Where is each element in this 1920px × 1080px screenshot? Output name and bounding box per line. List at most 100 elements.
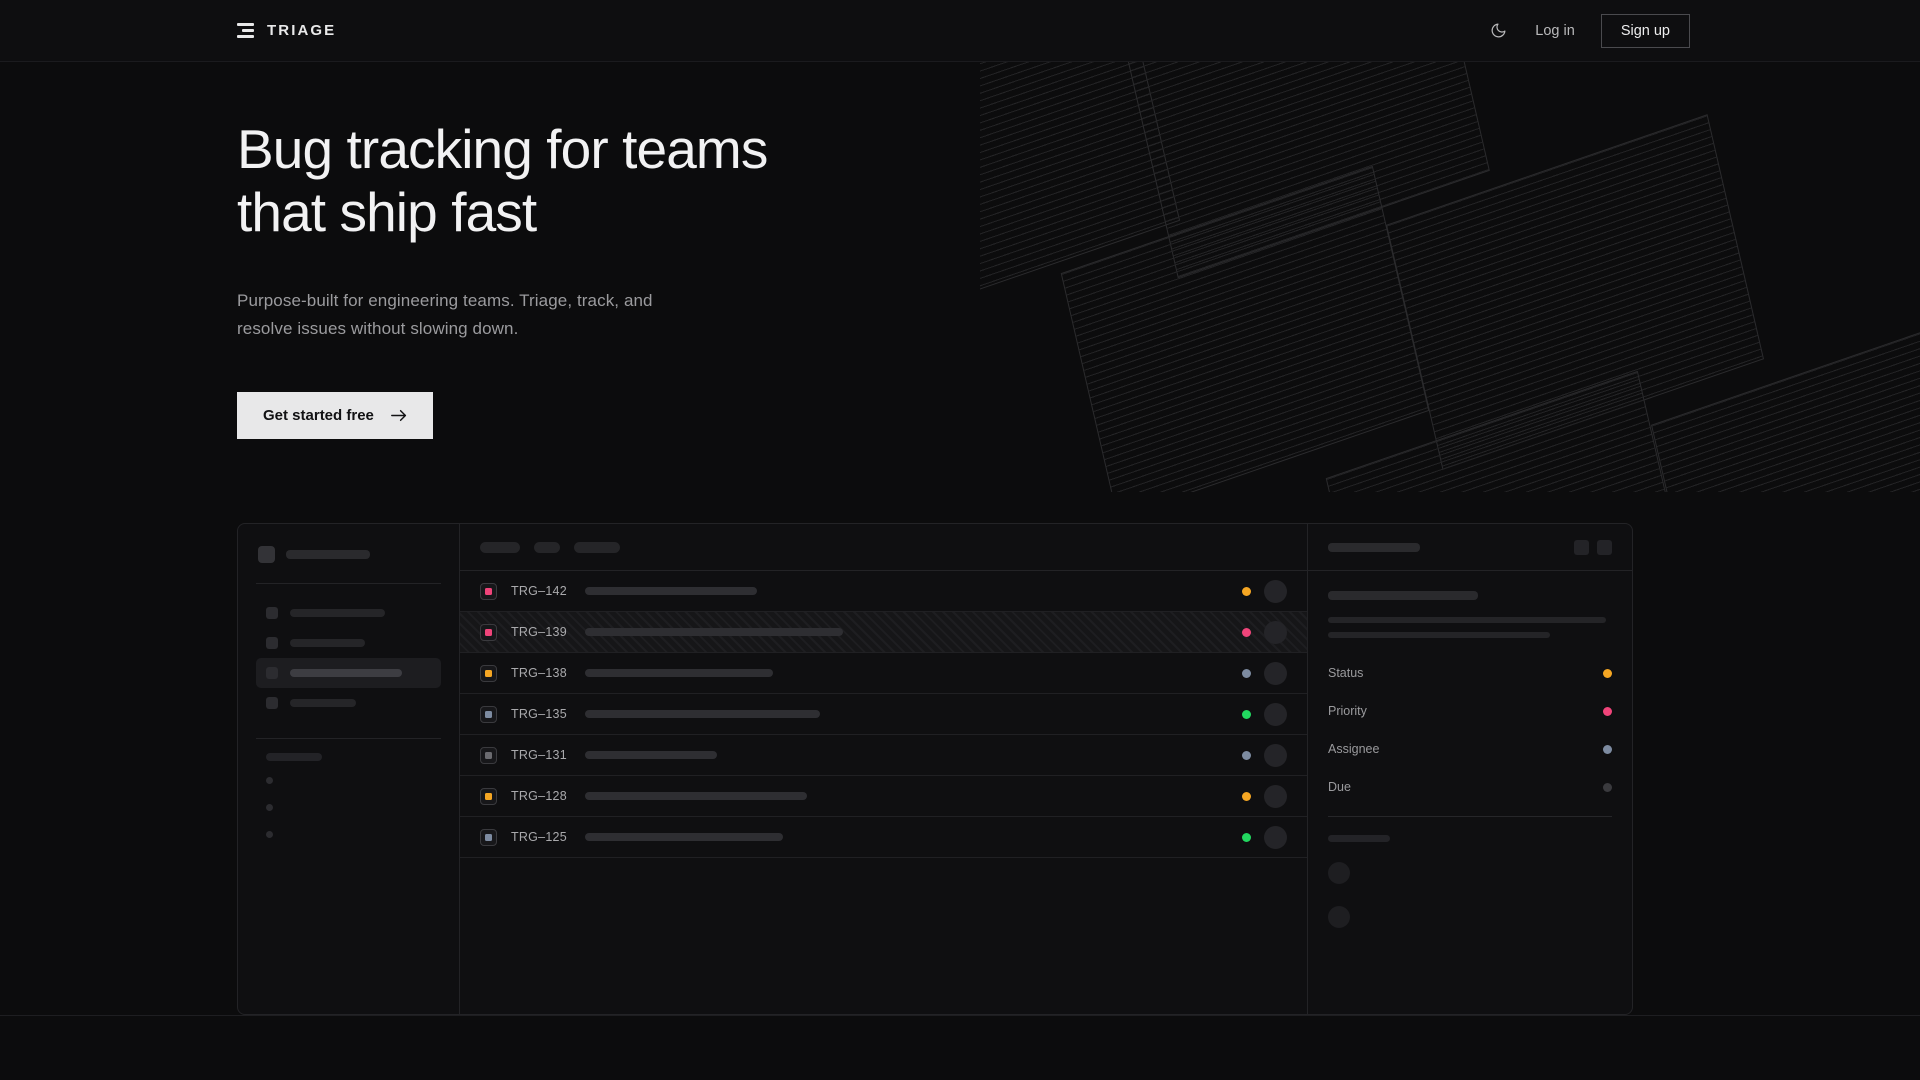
get-started-button[interactable]: Get started free xyxy=(237,392,433,440)
issue-id: TRG–131 xyxy=(511,748,567,762)
issue-id: TRG–125 xyxy=(511,830,567,844)
issue-row-meta xyxy=(1242,620,1287,644)
sidebar-subitem-2[interactable] xyxy=(256,821,441,848)
priority-icon[interactable] xyxy=(480,582,497,600)
detail-meta-value-dot xyxy=(1603,668,1612,678)
sidebar-subitem-0[interactable] xyxy=(256,767,441,794)
brand-logo[interactable]: TRIAGE xyxy=(237,22,336,39)
issue-row-meta xyxy=(1242,702,1287,726)
priority-icon[interactable] xyxy=(480,828,497,846)
assignee-avatar xyxy=(1264,620,1287,644)
decorative-striped-slabs xyxy=(980,62,1920,492)
issue-row-meta xyxy=(1242,784,1287,808)
priority-icon[interactable] xyxy=(480,787,497,805)
detail-title-skeleton xyxy=(1328,542,1420,552)
nav-actions: Log in Sign up xyxy=(1487,13,1690,48)
priority-icon[interactable] xyxy=(480,664,497,682)
detail-meta-row[interactable]: Priority xyxy=(1328,692,1612,730)
issue-row[interactable]: TRG–125 xyxy=(460,817,1307,858)
detail-header-buttons xyxy=(1574,539,1612,555)
issue-row[interactable]: TRG–135 xyxy=(460,694,1307,735)
footer-divider xyxy=(0,1015,1920,1016)
workspace-name-skeleton xyxy=(286,550,370,559)
detail-meta-label: Assignee xyxy=(1328,742,1380,756)
issue-title-skeleton xyxy=(585,710,820,718)
mockup-sidebar-subitems xyxy=(256,767,441,848)
issue-title-skeleton xyxy=(585,792,807,800)
toolbar-chip-1[interactable] xyxy=(534,541,560,553)
issue-title-skeleton xyxy=(585,751,717,759)
mockup-list-toolbar xyxy=(460,524,1307,571)
detail-action-button[interactable] xyxy=(1597,539,1612,555)
issue-row-meta xyxy=(1242,825,1287,849)
mockup-sidebar-nav xyxy=(256,598,441,718)
sidebar-nav-item-3[interactable] xyxy=(256,688,441,718)
mockup-workspace-header[interactable] xyxy=(256,542,441,563)
sidebar-subitem-icon xyxy=(266,831,273,838)
priority-icon[interactable] xyxy=(480,623,497,641)
detail-meta-value-dot xyxy=(1603,706,1612,716)
issue-title-skeleton xyxy=(585,669,773,677)
assignee-avatar xyxy=(1264,743,1287,767)
detail-panel-header xyxy=(1308,524,1632,571)
sidebar-item-label-skeleton xyxy=(290,699,356,707)
get-started-label: Get started free xyxy=(263,407,374,425)
issue-id: TRG–142 xyxy=(511,584,567,598)
issue-row[interactable]: TRG–128 xyxy=(460,776,1307,817)
sidebar-nav-item-2[interactable] xyxy=(256,658,441,688)
slab-shape xyxy=(1325,370,1695,492)
detail-action-button[interactable] xyxy=(1574,539,1589,555)
priority-icon[interactable] xyxy=(480,705,497,723)
sidebar-subitem-icon xyxy=(266,777,273,784)
detail-meta-value-dot xyxy=(1603,744,1612,754)
assignee-avatar xyxy=(1264,579,1287,603)
issue-row-meta xyxy=(1242,743,1287,767)
assignee-avatar xyxy=(1264,661,1287,685)
sidebar-item-label-skeleton xyxy=(290,609,385,617)
status-dot xyxy=(1242,586,1251,596)
sidebar-nav-item-1[interactable] xyxy=(256,628,441,658)
sidebar-nav-item-0[interactable] xyxy=(256,598,441,628)
status-dot xyxy=(1242,627,1251,637)
assignee-avatar xyxy=(1264,784,1287,808)
issue-row[interactable]: TRG–139 xyxy=(460,612,1307,653)
toolbar-chip-0[interactable] xyxy=(480,541,520,553)
status-dot xyxy=(1242,668,1251,678)
detail-meta-label: Status xyxy=(1328,666,1364,680)
issue-title-skeleton xyxy=(585,833,783,841)
slab-shape xyxy=(1650,314,1920,492)
detail-meta-row[interactable]: Assignee xyxy=(1328,730,1612,768)
hero-section: Bug tracking for teams that ship fast Pu… xyxy=(237,118,997,440)
status-dot xyxy=(1242,709,1251,719)
slab-shape xyxy=(1385,114,1765,470)
mockup-sidebar xyxy=(238,524,460,1014)
detail-meta-row[interactable]: Due xyxy=(1328,768,1612,806)
detail-body-line xyxy=(1328,591,1478,600)
detail-divider xyxy=(1328,816,1612,817)
moon-icon[interactable] xyxy=(1487,20,1509,42)
login-link[interactable]: Log in xyxy=(1535,22,1575,39)
signup-button[interactable]: Sign up xyxy=(1600,13,1690,48)
priority-icon[interactable] xyxy=(480,746,497,764)
top-navigation-bar: TRIAGE Log in Sign up xyxy=(0,0,1920,62)
status-dot xyxy=(1242,791,1251,801)
issue-id: TRG–139 xyxy=(511,625,567,639)
issue-row[interactable]: TRG–142 xyxy=(460,571,1307,612)
issue-row[interactable]: TRG–131 xyxy=(460,735,1307,776)
brand-name: TRIAGE xyxy=(267,22,337,39)
arrow-right-icon xyxy=(390,410,406,422)
sidebar-subitem-1[interactable] xyxy=(256,794,441,821)
issue-title-skeleton xyxy=(585,587,757,595)
slab-shape xyxy=(1120,62,1490,279)
comments-label-skeleton xyxy=(1328,835,1390,842)
detail-meta-row[interactable]: Status xyxy=(1328,654,1612,692)
issue-id: TRG–135 xyxy=(511,707,567,721)
sidebar-item-icon xyxy=(266,667,278,679)
sidebar-divider xyxy=(256,583,441,584)
issue-row[interactable]: TRG–138 xyxy=(460,653,1307,694)
sidebar-item-icon xyxy=(266,607,278,619)
toolbar-chip-2[interactable] xyxy=(574,541,620,553)
